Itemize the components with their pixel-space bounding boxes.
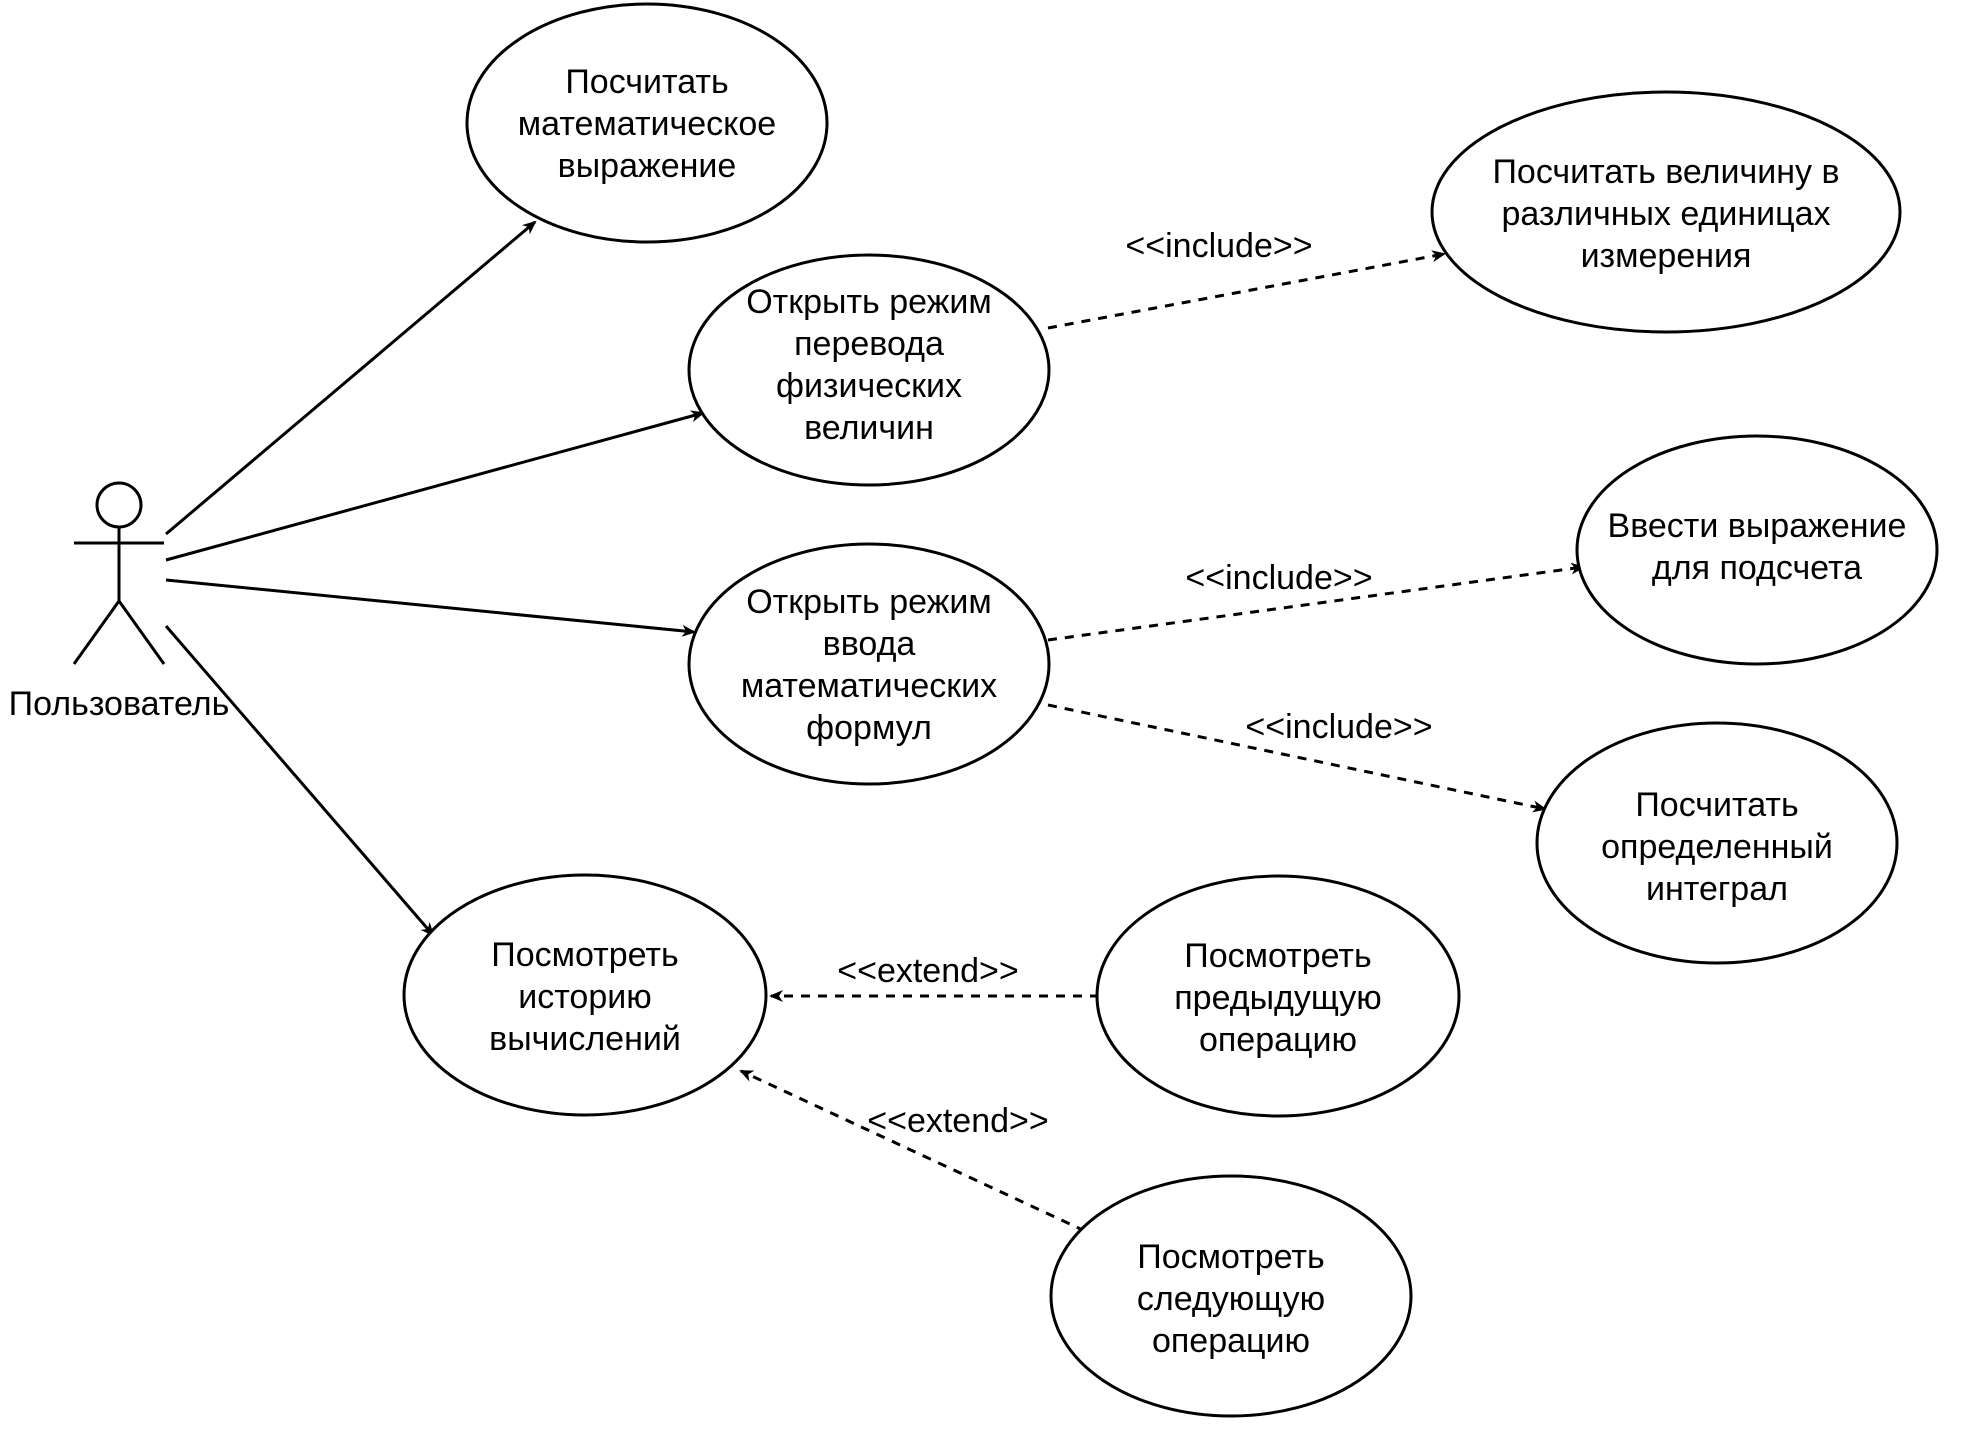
assoc-open-formula	[165, 578, 696, 637]
use-case-label: формул	[806, 709, 932, 747]
use-case-ellipse	[1575, 434, 1939, 666]
use-case-label: перевода	[794, 325, 944, 363]
use-case-ellipse	[687, 542, 1051, 786]
include-units-label: <<include>>	[1125, 227, 1312, 265]
use-case-ellipse	[1430, 90, 1902, 334]
use-case-label: физических	[776, 367, 962, 405]
actor[interactable]: Пользователь	[9, 481, 230, 723]
use-case-label: историю	[518, 978, 652, 1016]
use-case-open-formula[interactable]: Открыть режим ввода математических форму…	[687, 542, 1051, 786]
use-case-view-history[interactable]: Посмотреть историю вычислений	[402, 873, 768, 1117]
use-case-ellipse	[465, 2, 829, 244]
use-case-calc-integral[interactable]: Посчитать определенный интеграл	[1535, 721, 1899, 965]
extend-next-line	[739, 1069, 1086, 1233]
use-case-next-operation[interactable]: Посмотреть следующую операцию	[1049, 1174, 1413, 1418]
use-case-enter-expression[interactable]: Ввести выражение для подсчета	[1575, 434, 1939, 666]
use-case-label: операцию	[1199, 1021, 1357, 1059]
use-case-label: для подсчета	[1652, 549, 1862, 587]
use-case-label: Посмотреть	[1184, 937, 1371, 975]
use-case-label: интеграл	[1646, 870, 1788, 908]
use-case-label: выражение	[558, 147, 737, 185]
use-case-label: Посчитать	[1635, 786, 1798, 824]
use-case-label: измерения	[1581, 237, 1752, 275]
use-case-label: Открыть режим	[746, 583, 992, 621]
use-case-label: ввода	[823, 625, 916, 663]
use-case-label: различных единицах	[1502, 195, 1831, 233]
extend-prev-label: <<extend>>	[837, 952, 1019, 990]
assoc-calc-expression	[165, 220, 537, 536]
use-case-open-conversion[interactable]: Открыть режим перевода физических величи…	[687, 253, 1051, 487]
use-case-label: Ввести выражение	[1608, 507, 1907, 545]
actor-head	[95, 481, 143, 529]
include-units-line	[1047, 250, 1446, 330]
use-case-label: Посмотреть	[491, 936, 678, 974]
use-case-ellipse	[687, 253, 1051, 487]
use-case-calc-units[interactable]: Посчитать величину в различных единицах …	[1430, 90, 1902, 334]
use-case-label: операцию	[1152, 1322, 1310, 1360]
include-integral-label: <<include>>	[1245, 708, 1432, 746]
use-case-label: определенный	[1601, 828, 1833, 866]
actor-left-leg	[72, 600, 121, 665]
use-case-label: Посчитать величину в	[1492, 153, 1839, 191]
use-case-label: Посчитать	[565, 63, 728, 101]
use-case-prev-operation[interactable]: Посмотреть предыдущую операцию	[1095, 874, 1461, 1118]
use-case-label: Открыть режим	[746, 283, 992, 321]
use-case-label: Посмотреть	[1137, 1238, 1324, 1276]
use-case-ellipse	[1095, 874, 1461, 1118]
assoc-open-conversion	[165, 410, 705, 562]
use-case-calc-expression[interactable]: Посчитать математическое выражение	[465, 2, 829, 244]
actor-label: Пользователь	[9, 685, 230, 723]
include-enter-label: <<include>>	[1185, 559, 1372, 597]
use-case-label: предыдущую	[1174, 979, 1381, 1017]
use-case-label: величин	[804, 409, 934, 447]
include-enter-line	[1047, 562, 1585, 642]
use-case-ellipse	[402, 873, 768, 1117]
actor-right-leg	[117, 600, 166, 665]
use-case-label: математических	[741, 667, 997, 705]
use-case-label: вычислений	[489, 1020, 681, 1058]
use-case-label: математическое	[518, 105, 776, 143]
use-case-ellipse	[1535, 721, 1899, 965]
assoc-view-history	[164, 625, 435, 937]
extend-next-label: <<extend>>	[867, 1102, 1049, 1140]
use-case-label: следующую	[1137, 1280, 1325, 1318]
use-case-ellipse	[1049, 1174, 1413, 1418]
